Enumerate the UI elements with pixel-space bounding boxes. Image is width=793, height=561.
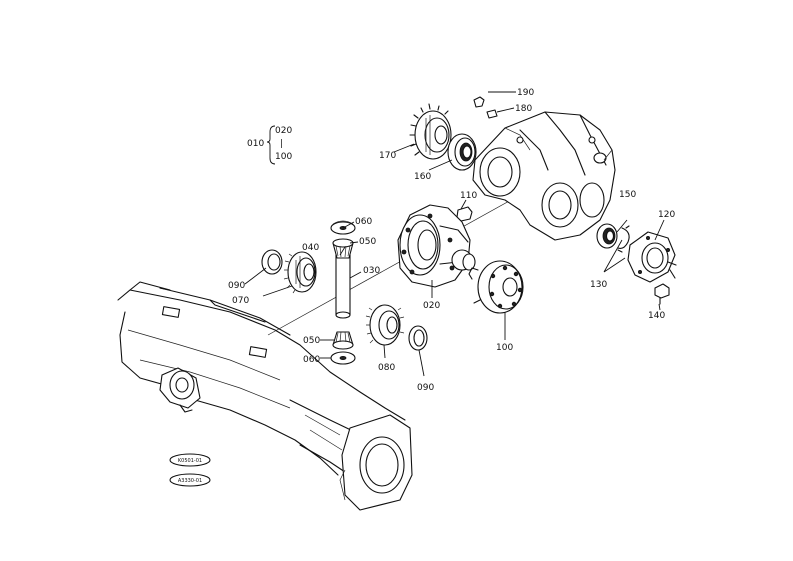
pinion-gear-050-top	[332, 238, 354, 259]
transmission-case	[472, 111, 616, 241]
label-100: 100	[496, 343, 513, 353]
label-060-bottom: 060	[303, 355, 320, 365]
reference-oval-2	[169, 473, 211, 487]
reference-oval-1	[169, 453, 211, 467]
group-separator: |	[280, 139, 283, 149]
label-170: 170	[379, 151, 396, 161]
pin-190	[473, 96, 485, 108]
label-050-top: 050	[359, 237, 376, 247]
cover-120	[627, 231, 677, 283]
clip-180	[486, 109, 498, 119]
bearing-160	[447, 133, 477, 171]
label-180: 180	[515, 104, 532, 114]
pinion-shaft-030	[335, 251, 351, 319]
label-040: 040	[302, 243, 319, 253]
label-190: 190	[517, 88, 534, 98]
label-010: 010	[247, 139, 264, 149]
bearing-150	[596, 223, 618, 249]
label-020: 020	[423, 301, 440, 311]
label-130: 130	[590, 280, 607, 290]
group-label-top: 020	[275, 126, 292, 136]
label-070: 070	[232, 296, 249, 306]
side-gear-070	[283, 251, 317, 294]
label-080: 080	[378, 363, 395, 373]
washer-060-bottom	[330, 351, 356, 365]
label-140: 140	[648, 311, 665, 321]
assembly-axis-line	[267, 194, 521, 336]
label-110: 110	[460, 191, 477, 201]
leader-lines	[244, 91, 665, 377]
snap-ring-130	[617, 225, 630, 253]
pinion-gear-050-bottom	[332, 331, 354, 350]
label-150: 150	[619, 190, 636, 200]
flange-100	[468, 260, 524, 314]
reference-code-1: K0501-01	[178, 458, 202, 464]
group-label-bottom: 100	[275, 152, 292, 162]
gear-170	[409, 103, 452, 160]
label-060-top: 060	[355, 217, 372, 227]
thrust-washer-090-right	[408, 325, 428, 351]
label-160: 160	[414, 172, 431, 182]
side-gear-080	[365, 304, 405, 346]
label-090-left: 090	[228, 281, 245, 291]
part-labels: 190 180 170 160 110 060 040 050 030 090 …	[228, 88, 675, 393]
bolt-140	[654, 283, 670, 305]
label-120: 120	[658, 210, 675, 220]
reference-codes: K0501-01 A3330-01	[169, 453, 211, 487]
axle-housing	[117, 281, 413, 511]
reference-code-2: A3330-01	[178, 478, 202, 484]
thrust-washer-090-left	[261, 249, 283, 275]
assembly-group-010: 010 020 | 100	[247, 125, 292, 165]
label-030: 030	[363, 266, 380, 276]
label-090-right: 090	[417, 383, 434, 393]
label-050-bottom: 050	[303, 336, 320, 346]
differential-case-020	[397, 204, 476, 288]
group-bracket	[266, 125, 276, 165]
